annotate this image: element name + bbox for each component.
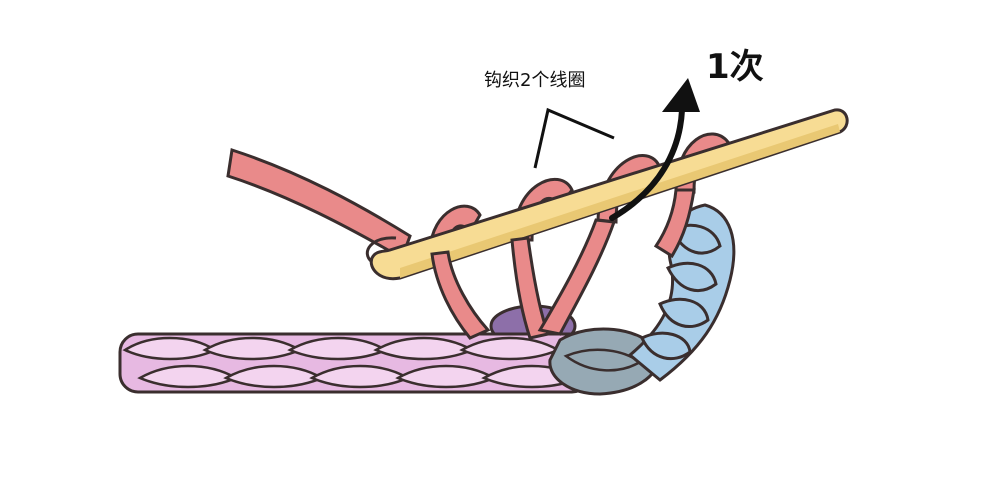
yarn-tail <box>226 148 412 261</box>
crochet-hook <box>365 108 849 281</box>
grey-stitch <box>548 327 662 396</box>
step-label: 1次 <box>706 47 764 87</box>
foundation-chain <box>118 332 592 394</box>
annotation-bracket <box>533 107 615 169</box>
annotation-label: 钩织2个线圈 <box>484 70 585 91</box>
loops-front <box>430 188 696 340</box>
direction-arrow <box>609 78 700 221</box>
